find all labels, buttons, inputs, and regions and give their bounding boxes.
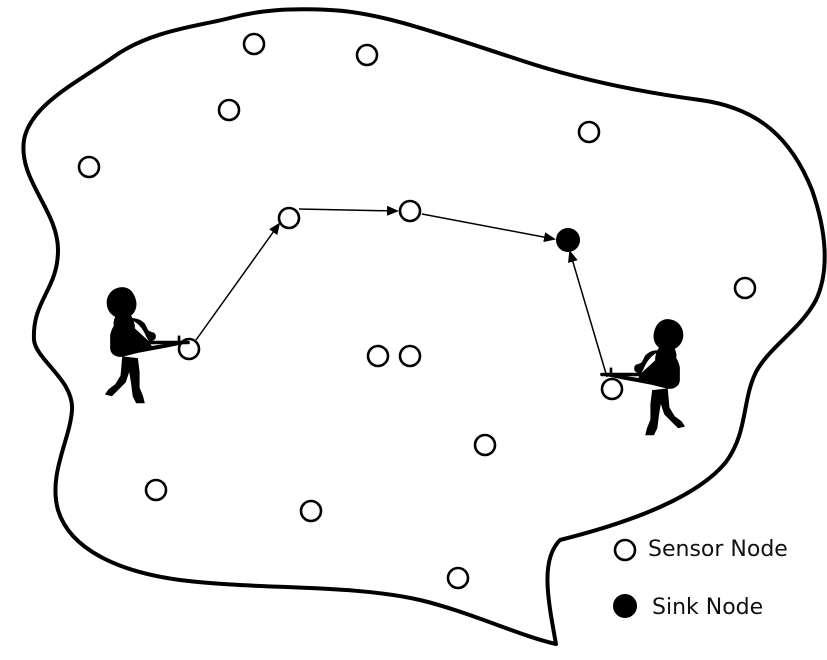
soldier-icon [600,319,686,436]
sensor-node-icon [366,344,390,368]
arrow-icon [195,222,281,341]
sensor-node-icon [355,43,379,67]
legend-sink-label: Sink Node [652,595,763,620]
sensor-node-icon [144,478,168,502]
sink-node-icon [556,228,580,252]
sensor-node-icon [217,98,241,122]
soldier-icon [104,287,190,404]
sensor-node-icon [446,566,470,590]
arrow-icon [298,205,399,216]
sink-node-icon [613,594,637,618]
sensor-node-icon [277,206,301,230]
sensor-node-icon [77,155,101,179]
routing-arrows [195,205,608,378]
arrow-icon [568,250,608,378]
sensor-nodes [77,32,757,590]
sensor-node-icon [242,32,266,56]
sensor-node-icon [600,377,624,401]
arrow-icon [421,213,556,243]
sensor-node-icon [733,276,757,300]
sensor-node-icon [398,199,422,223]
sensor-node-icon [299,499,323,523]
sensor-node-icon [577,120,601,144]
legend: Sensor Node Sink Node [613,537,788,620]
region-outline [21,7,827,646]
sensor-node-icon [613,538,637,562]
legend-sensor-label: Sensor Node [648,537,788,562]
sensor-node-icon [473,433,497,457]
sensor-node-icon [398,344,422,368]
